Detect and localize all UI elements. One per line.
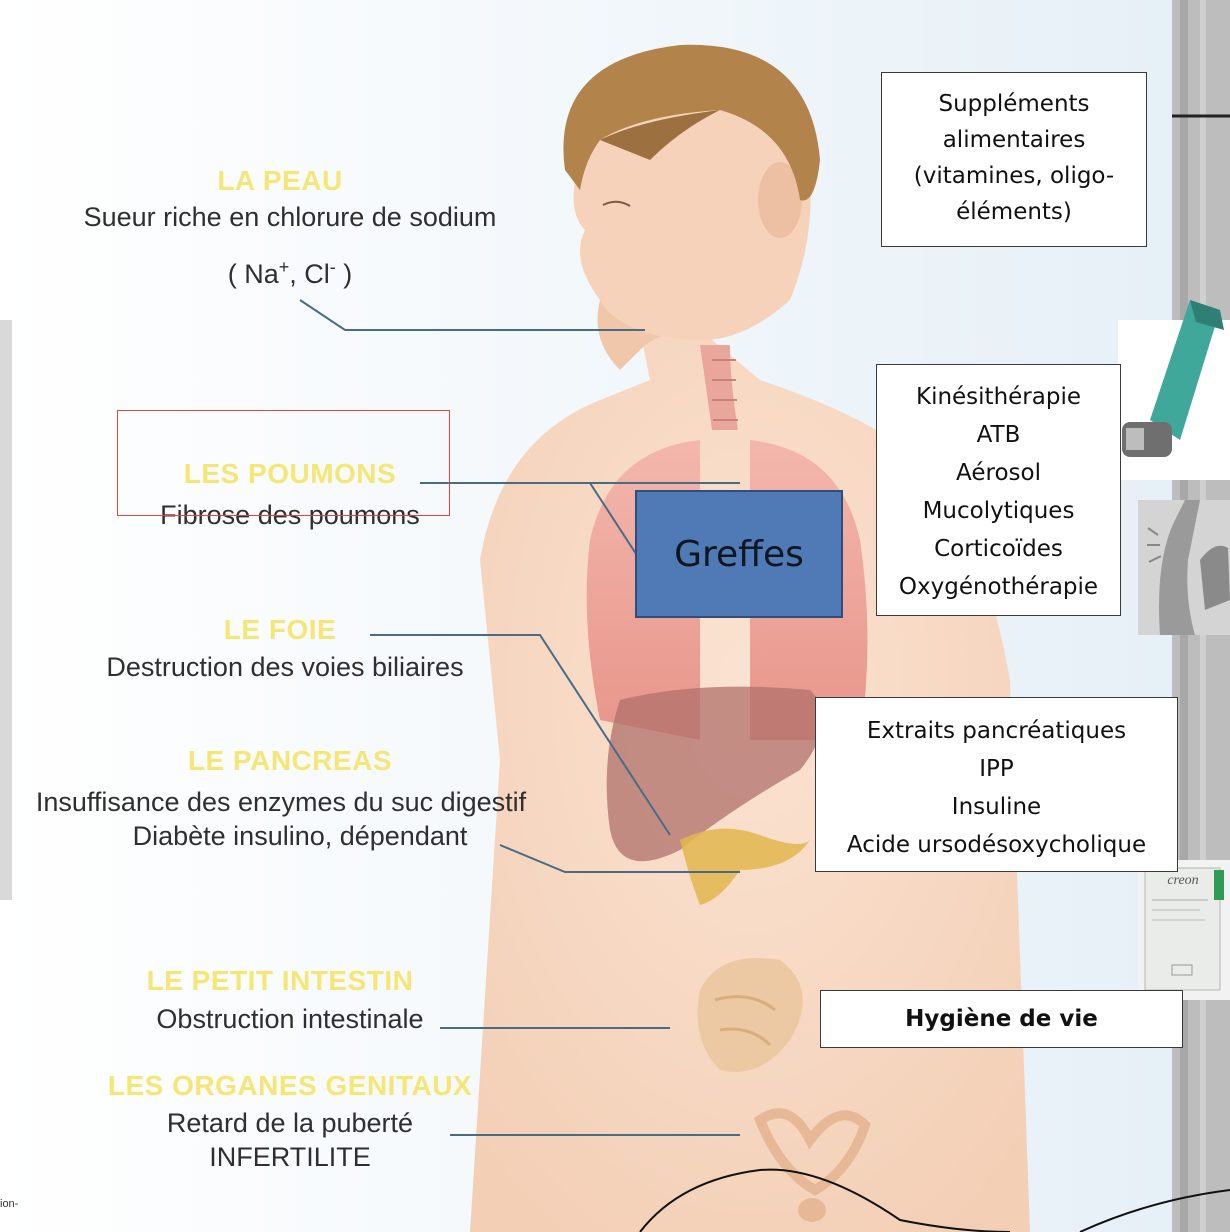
- organ-desc-pancreas-2: Diabète insulino, dépendant: [60, 819, 540, 853]
- digestive-line: Extraits pancréatiques: [816, 712, 1177, 750]
- ion-na: Na: [244, 259, 279, 289]
- digestive-treatment-box: Extraits pancréatiques IPP Insuline Acid…: [815, 697, 1178, 872]
- organ-desc-peau: Sueur riche en chlorure de sodium: [40, 200, 540, 234]
- digestive-line: Acide ursodésoxycholique: [816, 826, 1177, 864]
- supplements-line: éléments): [882, 194, 1146, 230]
- respiratory-line: Oxygénothérapie: [877, 568, 1120, 606]
- organ-desc-intestin: Obstruction intestinale: [120, 1002, 460, 1036]
- inhaler-icon: [1118, 300, 1230, 480]
- organ-ions-peau: ( Na+, Cl- ): [190, 250, 390, 291]
- organ-title-peau: LA PEAU: [180, 165, 380, 197]
- supplements-line: Suppléments: [882, 86, 1146, 122]
- ion-na-sup: +: [279, 257, 290, 277]
- digestive-line: Insuline: [816, 788, 1177, 826]
- hygiene-box: Hygiène de vie: [820, 990, 1183, 1048]
- respiratory-line: ATB: [877, 416, 1120, 454]
- organ-title-intestin: LE PETIT INTESTIN: [120, 965, 440, 997]
- supplements-line: (vitamines, oligo-: [882, 158, 1146, 194]
- footer-fragment: ion-: [0, 1198, 18, 1210]
- organ-desc-foie: Destruction des voies biliaires: [70, 650, 500, 684]
- greffes-box: Greffes: [635, 490, 843, 618]
- organ-title-foie: LE FOIE: [180, 614, 380, 646]
- organ-title-genitaux: LES ORGANES GENITAUX: [90, 1070, 490, 1102]
- respiratory-line: Corticoïdes: [877, 530, 1120, 568]
- organ-desc-pancreas-1: Insuffisance des enzymes du suc digestif: [6, 785, 556, 819]
- respiratory-line: Kinésithérapie: [877, 378, 1120, 416]
- respiratory-treatment-box: Kinésithérapie ATB Aérosol Mucolytiques …: [876, 364, 1121, 616]
- respiratory-line: Mucolytiques: [877, 492, 1120, 530]
- ion-cl-sup: -: [330, 257, 336, 277]
- hygiene-label: Hygiène de vie: [821, 991, 1182, 1047]
- respiratory-line: Aérosol: [877, 454, 1120, 492]
- organ-desc-genitaux-2: INFERTILITE: [140, 1140, 440, 1174]
- ion-cl: Cl: [304, 259, 330, 289]
- arm-flex-icon: [1138, 500, 1230, 635]
- supplements-line: alimentaires: [882, 122, 1146, 158]
- organ-title-pancreas: LE PANCREAS: [160, 745, 420, 777]
- organ-desc-genitaux-1: Retard de la puberté: [140, 1106, 440, 1140]
- supplements-box: Suppléments alimentaires (vitamines, oli…: [881, 72, 1147, 247]
- digestive-line: IPP: [816, 750, 1177, 788]
- creon-label: creon: [1167, 873, 1198, 888]
- highlight-frame: [117, 410, 450, 516]
- creon-box-icon: creon: [1138, 860, 1230, 1000]
